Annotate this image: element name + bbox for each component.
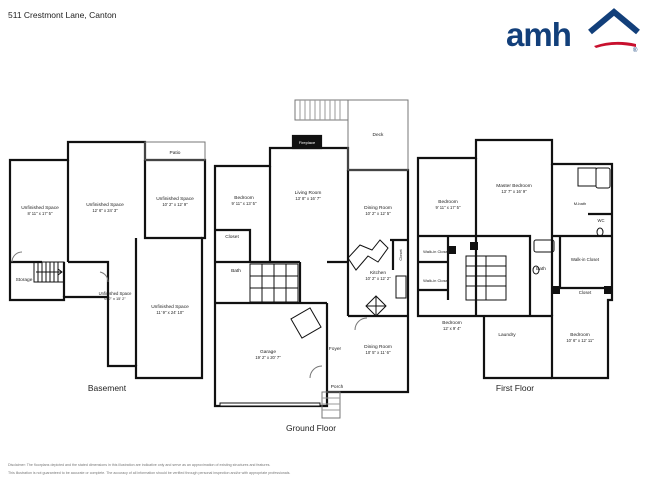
room-label: Living Room bbox=[295, 190, 322, 196]
house-roof-icon bbox=[588, 8, 640, 35]
basement-plan bbox=[8, 140, 207, 380]
deck-outline bbox=[347, 99, 409, 171]
room-dims: 10' 2" x 12' 9" bbox=[162, 202, 188, 207]
room-dims: 11' 9" x 24' 10" bbox=[156, 310, 184, 315]
room-label: Kitchen bbox=[370, 270, 386, 276]
room-label: Deck bbox=[373, 132, 385, 138]
room-dims: 19' 2" x 20' 7" bbox=[255, 355, 281, 360]
room-label: Bath bbox=[231, 268, 241, 274]
logo-wordmark: amh bbox=[506, 16, 571, 53]
room-label: Bedroom bbox=[234, 195, 253, 201]
room-label: Garage bbox=[260, 349, 276, 355]
room-label: Fireplace bbox=[299, 140, 316, 145]
patio-outline bbox=[144, 141, 206, 161]
room-dims: 9' 11" x 13' 5" bbox=[232, 201, 257, 206]
room-label: Laundry bbox=[498, 332, 516, 338]
fireplace-icon bbox=[291, 134, 323, 150]
floor-title: Basement bbox=[88, 383, 127, 393]
porch-step bbox=[321, 391, 341, 419]
deck-stairs bbox=[294, 99, 349, 121]
room-dims: 12' x 9' 4" bbox=[443, 326, 461, 331]
room-dims: 8' 11" x 17' 5" bbox=[28, 211, 53, 216]
bath-tub-2 bbox=[533, 239, 555, 253]
room-label: Walk-in Closet bbox=[571, 257, 600, 262]
room-label: Master Bedroom bbox=[496, 183, 531, 189]
room-label: Unfinished Space bbox=[86, 202, 124, 208]
basement-interior-walls bbox=[10, 160, 202, 366]
toilet-wc bbox=[596, 227, 604, 237]
closet-block bbox=[448, 246, 456, 254]
room-label: Closet bbox=[225, 234, 239, 240]
room-dims: 6' 2" x 15' 2" bbox=[104, 296, 126, 301]
room-label: Bedroom bbox=[442, 320, 461, 326]
room-dims: 12' 6" x 24' 3" bbox=[92, 208, 118, 213]
foyer-stair-landing bbox=[290, 307, 322, 339]
first-floor-plan bbox=[416, 138, 614, 380]
basement-exterior-walls bbox=[8, 140, 207, 380]
room-label: Unfinished Space bbox=[99, 291, 132, 296]
room-label: WC bbox=[598, 218, 605, 223]
floor-title: Ground Floor bbox=[286, 423, 336, 433]
registered-mark: ® bbox=[633, 47, 638, 54]
toilet-bath bbox=[532, 265, 540, 275]
basement-stairs bbox=[33, 261, 65, 283]
property-address: 511 Crestmont Lane, Canton bbox=[8, 10, 117, 20]
room-dims: 13' 8" x 16' 7" bbox=[295, 196, 321, 201]
room-label: Unfinished Space bbox=[21, 205, 59, 211]
room-label: Porch bbox=[331, 384, 344, 390]
room-label: M-bath bbox=[574, 201, 586, 206]
room-label: Foyer bbox=[329, 346, 342, 352]
disclaimer-line-2: This illustration is not guaranteed to b… bbox=[8, 471, 291, 475]
garage-door bbox=[219, 402, 321, 407]
room-label: Walk-in Closet bbox=[423, 249, 450, 254]
amh-logo: amh ® bbox=[506, 8, 640, 54]
room-label: Walk-in Closet bbox=[423, 278, 450, 283]
room-label: Closet bbox=[579, 290, 592, 295]
room-dims: 9' 11" x 17' 5" bbox=[436, 205, 461, 210]
ground-floor-plan bbox=[213, 99, 410, 419]
room-dims: 13' 7" x 16' 9" bbox=[501, 189, 527, 194]
room-label: Bath bbox=[536, 266, 546, 272]
room-label: Closet bbox=[398, 248, 403, 260]
room-dims: 10' 2" x 12' 2" bbox=[365, 276, 391, 281]
stair-arrow bbox=[36, 268, 63, 276]
room-label: Unfinished Space bbox=[156, 196, 194, 202]
room-label: Bedroom bbox=[438, 199, 457, 205]
shower bbox=[577, 167, 597, 187]
kitchen-counter bbox=[347, 239, 389, 271]
floor-title: First Floor bbox=[496, 383, 534, 393]
room-label: Unfinished Space bbox=[151, 304, 189, 310]
room-dims: 10' 6" x 12' 11" bbox=[566, 338, 594, 343]
logo-swoosh bbox=[594, 41, 636, 48]
room-label: Bedroom bbox=[570, 332, 589, 338]
room-dims: 10' 5" x 11' 6" bbox=[366, 350, 391, 355]
room-label: Patio bbox=[170, 150, 181, 156]
range bbox=[395, 275, 407, 299]
room-dims: 10' 2" x 12' 5" bbox=[365, 211, 391, 216]
room-label: Storage bbox=[16, 277, 33, 283]
room-label: Dining Room bbox=[364, 205, 392, 211]
disclaimer-line-1: Disclaimer: The floorplans depicted and … bbox=[8, 463, 271, 467]
ground-interior-walls bbox=[215, 166, 408, 392]
room-label: Dining Room bbox=[364, 344, 392, 350]
bathtub bbox=[595, 167, 611, 189]
